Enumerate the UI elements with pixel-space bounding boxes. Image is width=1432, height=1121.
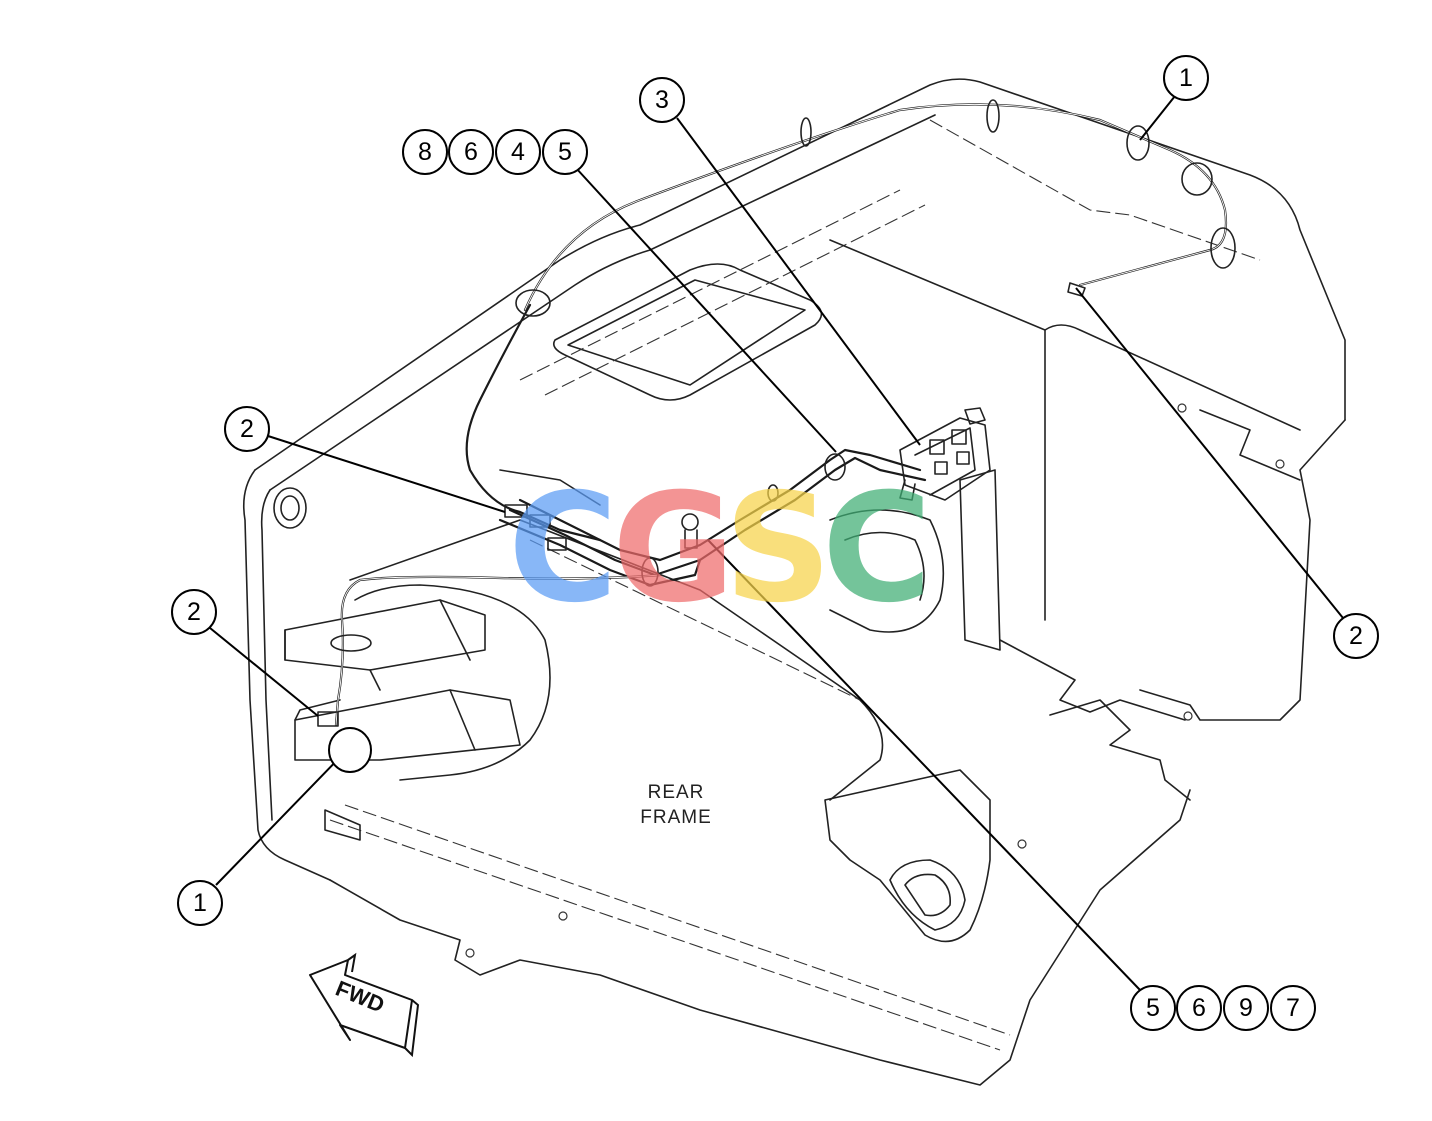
- callout-number: 4: [511, 138, 525, 166]
- callout-balloon: 1: [177, 880, 223, 926]
- callout-number: 5: [1146, 994, 1160, 1022]
- watermark-logo: C G S C: [508, 462, 932, 636]
- callout-number: 9: [1239, 994, 1253, 1022]
- watermark-letter: G: [612, 462, 735, 636]
- callout-number: 6: [1192, 994, 1206, 1022]
- forward-direction-arrow: FWD: [309, 952, 420, 1058]
- callout-number: 6: [464, 138, 478, 166]
- callout-balloon: 9: [1223, 985, 1269, 1031]
- frame-label-line2: FRAME: [640, 807, 712, 828]
- callout-balloon: 3: [639, 77, 685, 123]
- callout-number: 5: [558, 138, 572, 166]
- callout-balloon: 1: [1163, 55, 1209, 101]
- callout-balloon: 5: [542, 129, 588, 175]
- callout-balloon: 5: [1130, 985, 1176, 1031]
- callout-balloon: 6: [448, 129, 494, 175]
- valve-block: [899, 407, 991, 501]
- callout-balloon: 8: [402, 129, 448, 175]
- callout-balloons: 1 3 8 6 4 5 2 2 2 1 5 6 9 7: [171, 55, 1379, 1031]
- callout-balloon: 2: [171, 589, 217, 635]
- callout-number: 1: [193, 889, 207, 917]
- callout-number: 7: [1286, 994, 1300, 1022]
- watermark-letter: C: [822, 462, 932, 636]
- rear-frame-outline: [242, 78, 1346, 1086]
- watermark-letter: C: [508, 462, 618, 636]
- callout-number: 2: [187, 598, 201, 626]
- callout-number: 3: [655, 86, 669, 114]
- callout-balloon: 7: [1270, 985, 1316, 1031]
- frame-label-line1: REAR: [648, 782, 705, 803]
- hose-routing: [317, 99, 1236, 727]
- callout-number: 8: [418, 138, 432, 166]
- callout-number: 2: [1349, 622, 1363, 650]
- callout-number: 2: [240, 415, 254, 443]
- callout-balloon: 6: [1176, 985, 1222, 1031]
- leader-lines: [209, 95, 1344, 991]
- callout-balloon: 2: [224, 406, 270, 452]
- callout-balloon: 2: [1333, 613, 1379, 659]
- watermark-letter: S: [724, 462, 832, 636]
- callout-balloon: 4: [495, 129, 541, 175]
- callout-number: 1: [1179, 64, 1193, 92]
